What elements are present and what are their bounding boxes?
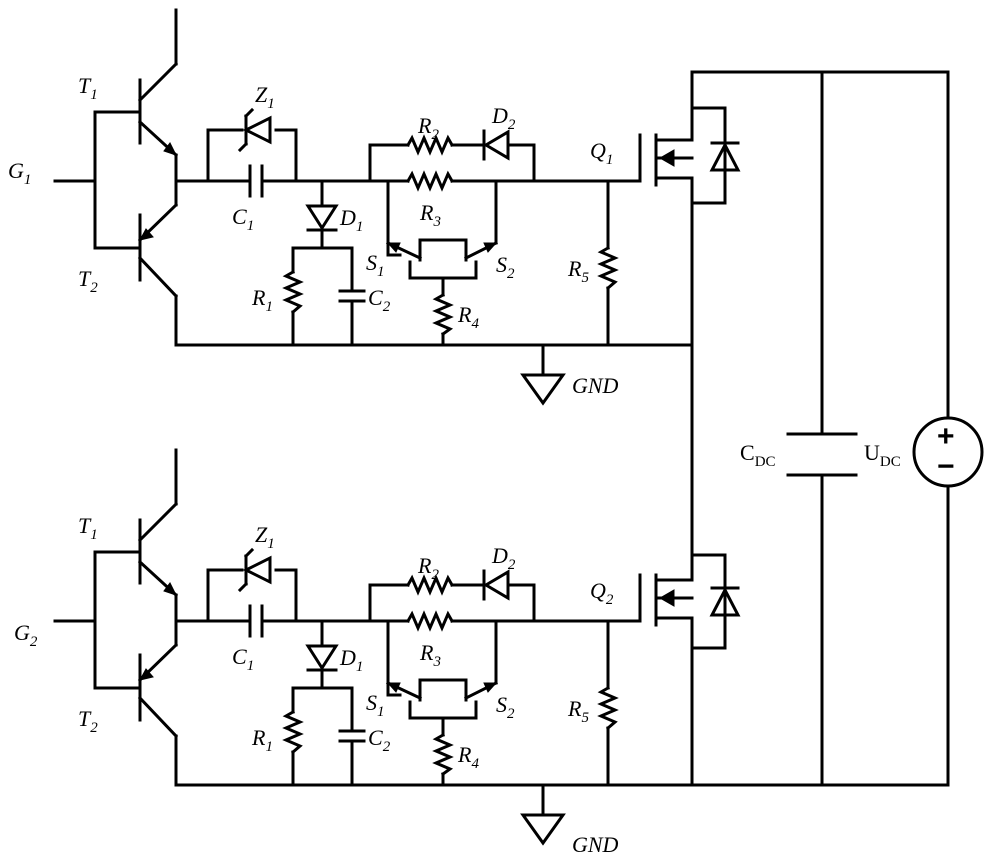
dc-link: CDC UDC + −: [692, 72, 982, 785]
transistor-s1: [388, 240, 420, 260]
resistor-r5: [601, 181, 615, 345]
resistor-r1: [286, 688, 300, 785]
capacitor-c2: [340, 688, 364, 785]
diode-d2: [484, 131, 508, 159]
resistor-r3: [408, 174, 452, 188]
c2-label: C2: [368, 725, 391, 755]
mosfet-q1: [640, 72, 738, 345]
gate-driver-circuit-1: G1 T1 T2 Z1 C1 D1 R1 C2 R2 D2 R3 S1 S2 R…: [8, 10, 738, 403]
cdc-label: CDC: [740, 440, 776, 470]
transistor-t1: [140, 10, 176, 155]
r1-label: R1: [251, 285, 273, 315]
zener-z1: [208, 550, 296, 621]
t1-label: T1: [78, 513, 98, 543]
c2-label: C2: [368, 285, 391, 315]
transistor-s2: [466, 240, 496, 260]
s2-label: S2: [496, 252, 515, 282]
capacitor-c2: [340, 248, 364, 345]
d2-label: D2: [491, 103, 516, 133]
diode-d1: [308, 181, 336, 248]
capacitor-c1: [250, 606, 296, 636]
d1-label: D1: [339, 645, 363, 675]
mosfet-label: Q1: [590, 138, 613, 168]
transistor-s1: [388, 680, 420, 700]
resistor-r2: [408, 578, 452, 592]
plus-sign: +: [937, 420, 955, 453]
resistor-r2: [408, 138, 452, 152]
ground-symbol: [523, 785, 563, 843]
ground-label: GND: [572, 373, 619, 398]
zener-z1: [208, 110, 296, 181]
resistor-r5: [601, 621, 615, 785]
r3-label: R3: [419, 640, 441, 670]
mosfet-q2: [640, 345, 738, 785]
capacitor-cdc: [788, 72, 856, 785]
r5-label: R5: [567, 256, 589, 286]
transistor-t2: [140, 645, 176, 785]
ground-label: GND: [572, 832, 619, 857]
transistor-t2: [140, 205, 176, 345]
r2-label: R2: [417, 113, 439, 143]
diode-d1: [308, 621, 336, 688]
r3-label: R3: [419, 200, 441, 230]
t2-label: T2: [78, 266, 98, 296]
s2-label: S2: [496, 692, 515, 722]
resistor-r4: [436, 295, 450, 345]
t2-label: T2: [78, 706, 98, 736]
transistor-s2: [466, 680, 496, 700]
input-label: G1: [8, 158, 31, 188]
r4-label: R4: [457, 302, 479, 332]
resistor-r1: [286, 248, 300, 345]
z1-label: Z1: [255, 82, 275, 112]
r2-label: R2: [417, 553, 439, 583]
udc-label: UDC: [864, 440, 901, 470]
t1-label: T1: [78, 73, 98, 103]
input-label: G2: [14, 620, 38, 650]
s1-label: S1: [366, 250, 385, 280]
ground-symbol: [523, 345, 563, 403]
minus-sign: −: [937, 450, 955, 483]
transistor-t1: [140, 450, 176, 595]
gate-driver-circuit-2: G2 T1 T2 Z1 C1 D1 R1 C2 R2 D2 R3 S1 S2 R…: [14, 345, 948, 857]
z1-label: Z1: [255, 522, 275, 552]
mosfet-label: Q2: [590, 578, 614, 608]
resistor-r4: [436, 735, 450, 785]
c1-label: C1: [232, 644, 254, 674]
resistor-r3: [408, 614, 452, 628]
capacitor-c1: [250, 166, 296, 196]
r1-label: R1: [251, 725, 273, 755]
c1-label: C1: [232, 204, 254, 234]
s1-label: S1: [366, 690, 385, 720]
diode-d2: [484, 571, 508, 599]
d1-label: D1: [339, 205, 363, 235]
r4-label: R4: [457, 742, 479, 772]
r5-label: R5: [567, 696, 589, 726]
d2-label: D2: [491, 543, 516, 573]
